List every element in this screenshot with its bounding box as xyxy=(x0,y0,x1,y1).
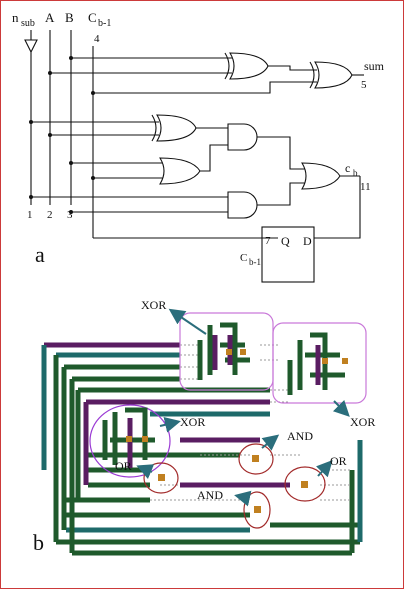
panel-b-label: b xyxy=(33,530,44,555)
flipflop-label: C xyxy=(240,252,247,264)
rail-number-1: 1 xyxy=(27,209,33,221)
input-nsub-subscript: sub xyxy=(21,18,35,29)
callout-and-top: AND xyxy=(287,429,313,443)
output-cb-label: c xyxy=(345,161,350,175)
xor-cell-mid xyxy=(89,404,171,478)
panel-a-label: a xyxy=(35,242,45,267)
input-nsub-label: n xyxy=(12,10,19,25)
flipflop-q: Q xyxy=(281,234,290,248)
rail-number-2: 2 xyxy=(47,209,53,221)
callout-and-bottom: AND xyxy=(197,488,223,502)
flipflop-d: D xyxy=(303,234,312,248)
or-gate-1 xyxy=(159,157,201,185)
nsub-buffer-symbol xyxy=(24,39,38,54)
flipflop-number: 7 xyxy=(265,235,271,247)
input-cb1-number: 4 xyxy=(94,33,100,45)
callout-xor-top: XOR xyxy=(141,298,166,312)
or-gate-carry xyxy=(301,162,341,190)
panel-b-layout: XOR XOR XOR AND OR OR AND b xyxy=(33,298,375,556)
output-sum-label: sum xyxy=(364,59,385,73)
and-gate-1 xyxy=(227,123,258,151)
panel-a-schematic: n sub A B C b-1 4 1 2 3 xyxy=(12,10,385,283)
flipflop-label-subscript: b-1 xyxy=(249,257,261,267)
or-cell-right xyxy=(284,466,326,502)
input-cb1-label: C xyxy=(88,10,97,25)
callout-xor-right: XOR xyxy=(350,415,375,429)
callout-or-left: OR xyxy=(115,459,132,473)
vertical-rails xyxy=(41,345,363,553)
xor-gate-2 xyxy=(151,114,197,142)
rail-number-3: 3 xyxy=(67,209,73,221)
xor-gate-sum xyxy=(309,61,353,89)
or-cell-left xyxy=(143,462,179,494)
input-b-label: B xyxy=(65,10,74,25)
xor-cell-top xyxy=(179,312,274,391)
xor-cell-right xyxy=(272,322,367,404)
and-cell-top xyxy=(238,443,274,475)
xor-gate-1 xyxy=(224,52,269,80)
callout-or-right: OR xyxy=(330,454,347,468)
callout-xor-mid: XOR xyxy=(180,415,205,429)
input-a-label: A xyxy=(45,10,55,25)
output-cb-subscript: b xyxy=(353,168,358,178)
track-bundle xyxy=(44,342,360,556)
flipflop-box xyxy=(261,226,315,283)
output-cb-number: 11 xyxy=(360,181,371,193)
and-gate-2 xyxy=(227,191,258,219)
output-sum-number: 5 xyxy=(361,79,367,91)
and-cell-bottom xyxy=(243,491,271,529)
callout-arrows xyxy=(136,308,350,507)
input-cb1-subscript: b-1 xyxy=(98,18,111,29)
